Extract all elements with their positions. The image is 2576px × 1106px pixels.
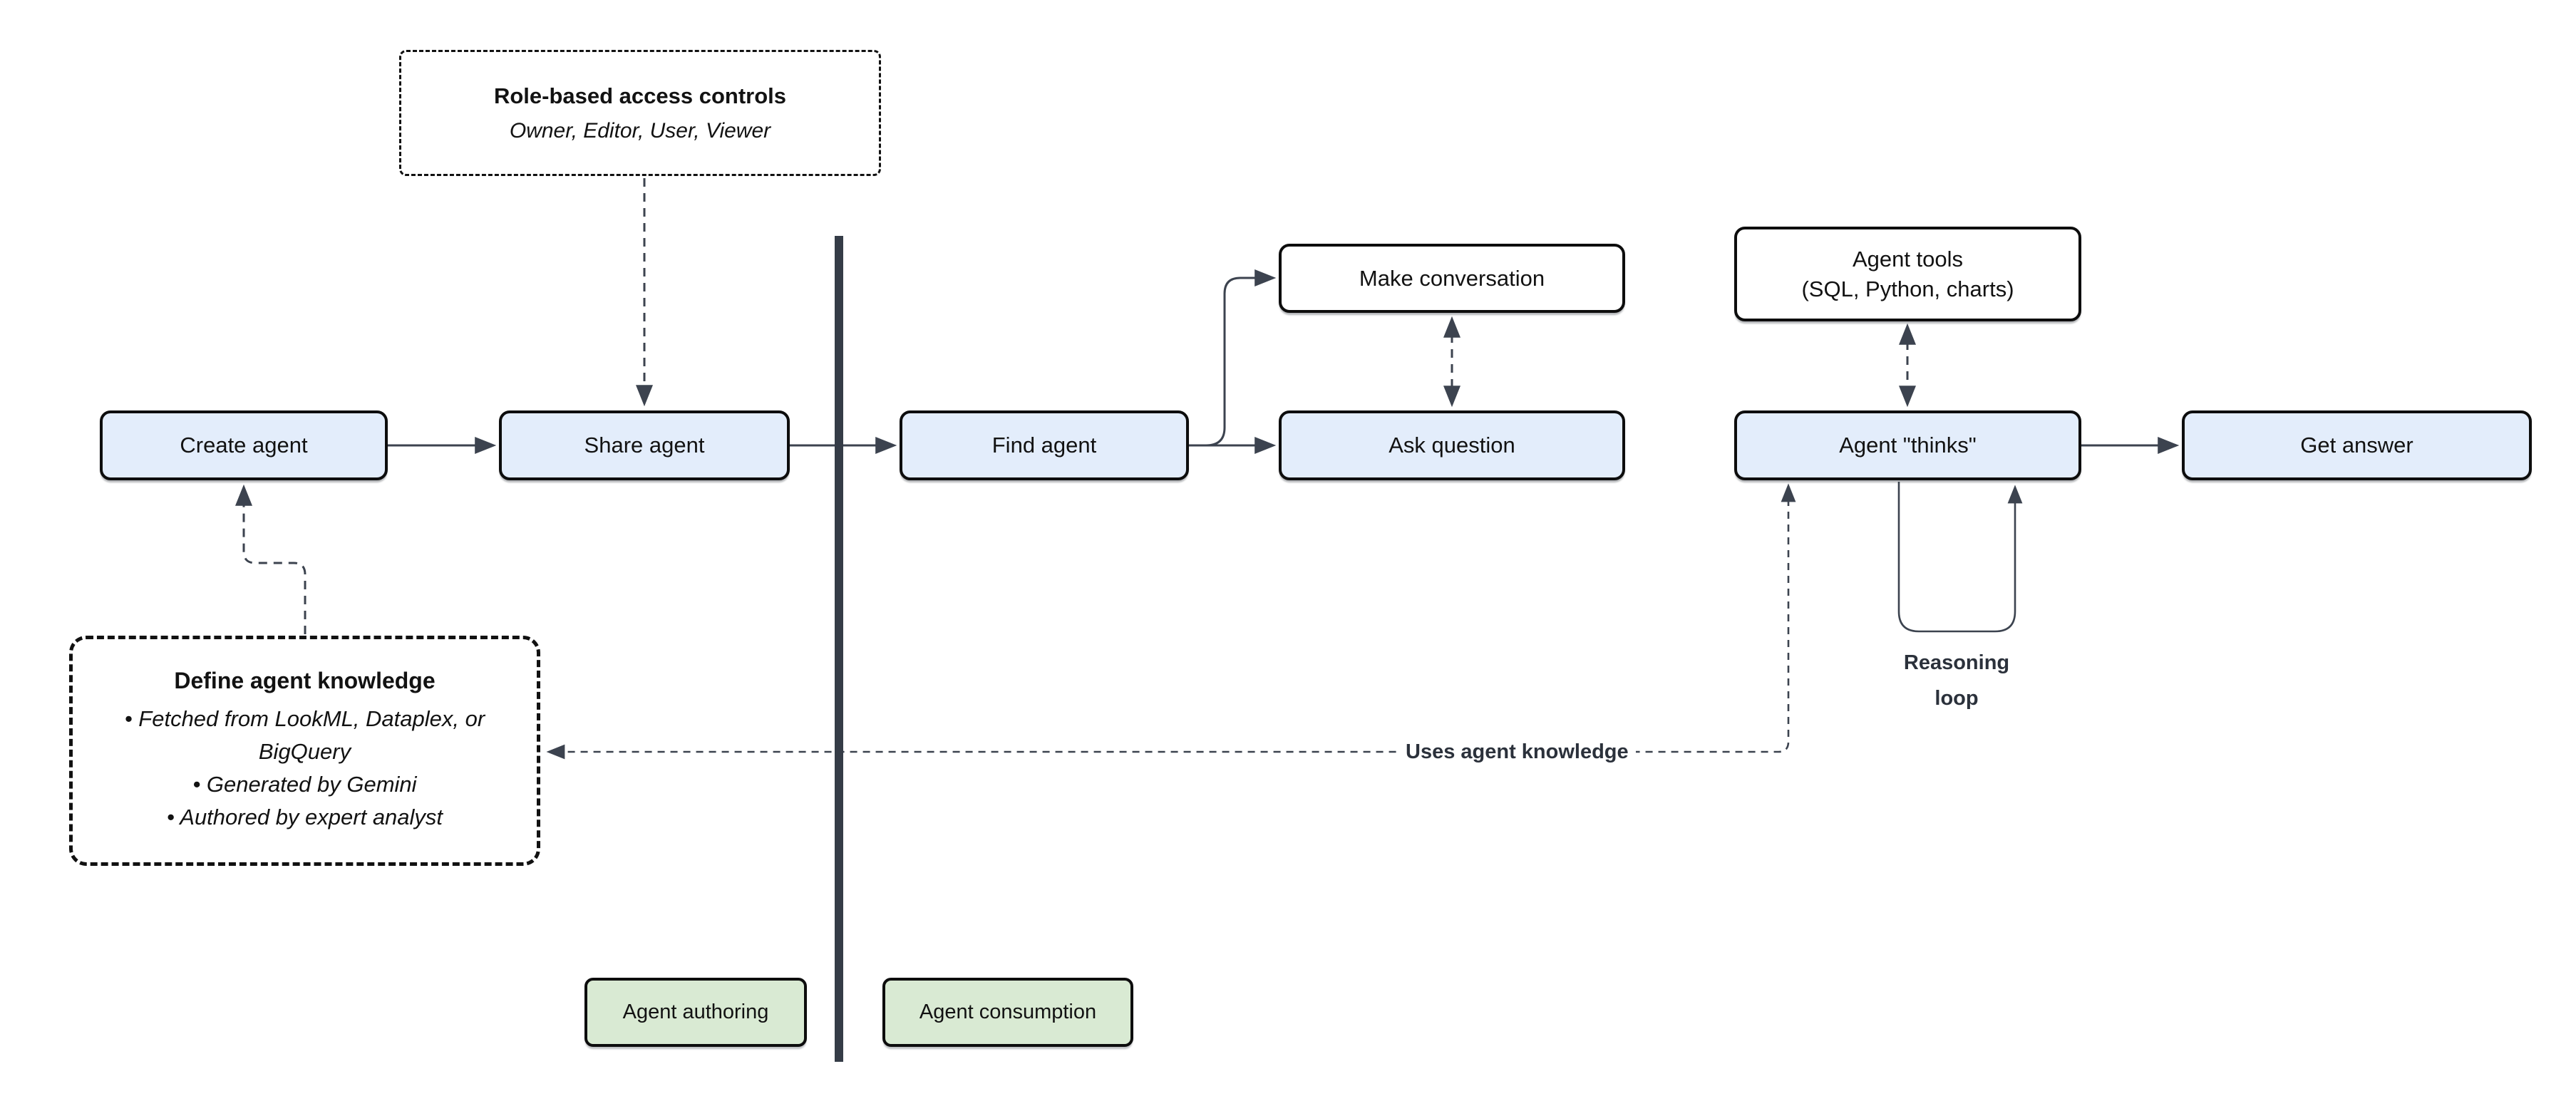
- node-ask-question: Ask question: [1279, 410, 1625, 480]
- rbac-roles: Owner, Editor, User, Viewer: [509, 118, 771, 143]
- node-share-agent: Share agent: [499, 410, 790, 480]
- knowledge-bullet: Authored by expert analyst: [98, 801, 512, 834]
- authoring-consumption-divider: [835, 236, 843, 1062]
- rbac-title: Role-based access controls: [493, 83, 787, 108]
- node-make-conversation-label: Make conversation: [1359, 265, 1545, 291]
- node-agent-thinks-label: Agent "thinks": [1839, 433, 1977, 458]
- node-create-agent-label: Create agent: [180, 433, 308, 458]
- connector-reasoning-loop: [1897, 482, 2023, 633]
- node-share-agent-label: Share agent: [584, 433, 705, 458]
- knowledge-bullet-list: Fetched from LookML, Dataplex, or BigQue…: [98, 703, 512, 834]
- node-find-agent: Find agent: [900, 410, 1189, 480]
- connector-uses-agent-knowledge: [546, 483, 1796, 760]
- zone-agent-authoring-label: Agent authoring: [622, 1001, 769, 1023]
- reasoning-loop-label-line1: Reasoning: [1903, 651, 2010, 674]
- node-create-agent: Create agent: [100, 410, 388, 480]
- knowledge-bullet: Generated by Gemini: [98, 768, 512, 801]
- knowledge-bullet: Fetched from LookML, Dataplex, or BigQue…: [98, 703, 512, 768]
- node-ask-question-label: Ask question: [1389, 433, 1515, 458]
- connector-find-to-make-conversation: [1205, 269, 1277, 447]
- node-agent-thinks: Agent "thinks": [1734, 410, 2081, 480]
- rbac-callout: Role-based access controls Owner, Editor…: [399, 50, 881, 176]
- reasoning-loop-label-line2: loop: [1934, 687, 1979, 710]
- zone-agent-authoring: Agent authoring: [584, 978, 807, 1047]
- node-make-conversation: Make conversation: [1279, 244, 1625, 313]
- connector-knowledge-to-create: [235, 484, 306, 634]
- node-get-answer-label: Get answer: [2300, 433, 2413, 458]
- node-agent-tools-label-line1: Agent tools: [1852, 246, 1964, 272]
- uses-agent-knowledge-label: Uses agent knowledge: [1398, 735, 1636, 768]
- knowledge-callout: Define agent knowledge Fetched from Look…: [69, 636, 540, 866]
- knowledge-title: Define agent knowledge: [174, 668, 436, 693]
- node-get-answer: Get answer: [2182, 410, 2532, 480]
- node-agent-tools-label-line2: (SQL, Python, charts): [1801, 276, 2014, 301]
- node-find-agent-label: Find agent: [991, 433, 1097, 458]
- zone-agent-consumption: Agent consumption: [882, 978, 1133, 1047]
- reasoning-loop-label: Reasoning loop: [1867, 645, 2046, 716]
- node-agent-tools: Agent tools (SQL, Python, charts): [1734, 227, 2081, 321]
- zone-agent-consumption-label: Agent consumption: [919, 1001, 1097, 1023]
